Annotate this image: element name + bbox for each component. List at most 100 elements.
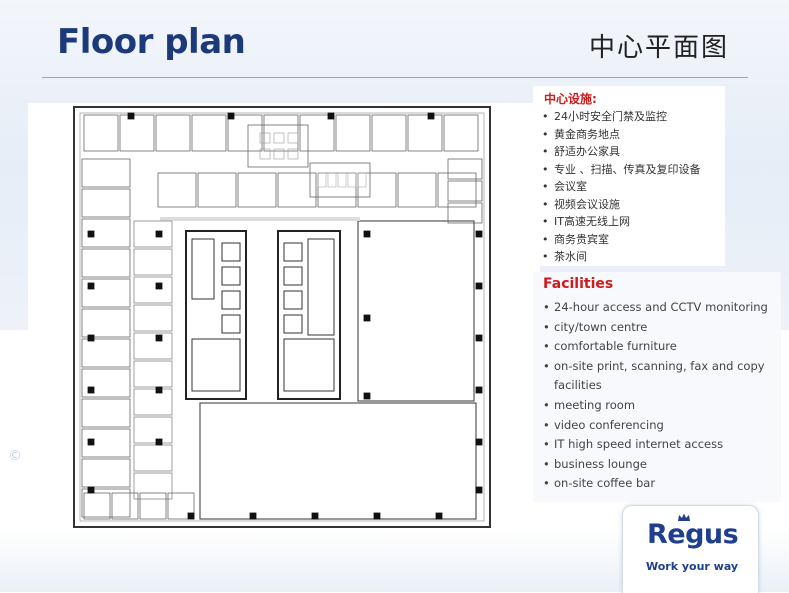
office-room xyxy=(227,114,263,152)
column xyxy=(363,392,371,400)
meeting-room xyxy=(277,172,317,208)
restroom xyxy=(191,338,241,392)
column xyxy=(87,438,95,446)
office-room xyxy=(119,114,155,152)
facilities-en-heading: Facilities xyxy=(543,276,614,292)
office-room xyxy=(81,398,131,428)
lift xyxy=(283,314,303,334)
lift xyxy=(221,242,241,262)
list-item: video conferencing xyxy=(543,416,768,436)
office-room xyxy=(81,308,131,338)
office-room xyxy=(81,338,131,368)
office-room xyxy=(133,388,173,416)
office-room xyxy=(133,276,173,304)
office-room xyxy=(81,458,131,488)
office-room xyxy=(111,492,139,520)
office-room xyxy=(191,114,227,152)
facilities-cn-heading: 中心设施: xyxy=(544,92,597,106)
office-room xyxy=(133,360,173,388)
crown-icon xyxy=(678,513,690,521)
office-room xyxy=(155,114,191,152)
column xyxy=(373,512,381,520)
desk xyxy=(327,172,337,188)
logo-tagline: Work your way xyxy=(646,560,739,573)
column xyxy=(127,112,135,120)
column xyxy=(363,230,371,238)
regus-logo: Regus xyxy=(647,519,739,550)
column xyxy=(87,230,95,238)
list-item: 黄金商务地点 xyxy=(542,126,701,144)
office-room xyxy=(447,202,483,224)
column xyxy=(435,512,443,520)
watermark-mark: © xyxy=(8,448,22,464)
stair xyxy=(307,238,335,336)
column xyxy=(155,230,163,238)
office-room xyxy=(81,158,131,188)
office-room xyxy=(299,114,335,152)
meeting-room xyxy=(317,172,357,208)
column xyxy=(155,438,163,446)
chair xyxy=(259,132,271,144)
list-item: 舒适办公家具 xyxy=(542,143,701,161)
office-room xyxy=(81,428,131,458)
column xyxy=(87,486,95,494)
lift xyxy=(283,266,303,286)
column xyxy=(475,334,483,342)
office-room xyxy=(83,114,119,152)
page-title: Floor plan xyxy=(57,22,246,62)
column xyxy=(155,334,163,342)
floor-plan-drawing xyxy=(73,106,491,528)
title-divider xyxy=(42,77,748,78)
office-room xyxy=(335,114,371,152)
meeting-room xyxy=(237,172,277,208)
office-room xyxy=(83,492,111,520)
list-item: 专业 、扫描、传真及复印设备 xyxy=(542,161,701,179)
office-room xyxy=(81,248,131,278)
page-title-cn: 中心平面图 xyxy=(588,33,729,63)
meeting-room xyxy=(357,172,397,208)
meeting-room xyxy=(197,172,237,208)
office-room xyxy=(133,444,173,472)
list-item: 24-hour access and CCTV monitoring xyxy=(543,298,768,318)
stair xyxy=(191,238,215,300)
office-room xyxy=(133,472,173,500)
column xyxy=(475,230,483,238)
list-item: 商务贵宾室 xyxy=(542,231,701,249)
column xyxy=(87,282,95,290)
boardroom xyxy=(309,162,371,198)
chair xyxy=(259,148,271,160)
office-room xyxy=(133,220,173,248)
list-item-continuation: facilities xyxy=(554,378,602,393)
column xyxy=(311,512,319,520)
meeting-room xyxy=(157,172,197,208)
floor-plan-image xyxy=(28,103,540,531)
meeting-room xyxy=(397,172,437,208)
list-item: on-site print, scanning, fax and copyfac… xyxy=(543,357,768,396)
chair xyxy=(273,148,285,160)
column xyxy=(155,282,163,290)
restroom xyxy=(283,338,335,392)
list-item: 会议室 xyxy=(542,178,701,196)
list-item: 视频会议设施 xyxy=(542,196,701,214)
logo-card xyxy=(622,505,759,593)
column xyxy=(475,282,483,290)
office-room xyxy=(443,114,479,152)
column xyxy=(227,112,235,120)
office-room xyxy=(81,188,131,218)
lift xyxy=(221,266,241,286)
list-item: meeting room xyxy=(543,396,768,416)
lift xyxy=(221,314,241,334)
column xyxy=(475,386,483,394)
list-item: IT高速无线上网 xyxy=(542,213,701,231)
lift xyxy=(283,242,303,262)
column xyxy=(363,314,371,322)
list-item: on-site coffee bar xyxy=(543,474,768,494)
chair xyxy=(287,148,299,160)
list-item: comfortable furniture xyxy=(543,337,768,357)
column xyxy=(87,334,95,342)
list-item: city/town centre xyxy=(543,318,768,338)
office-room xyxy=(81,488,131,518)
office-room xyxy=(447,180,483,202)
column xyxy=(155,386,163,394)
column xyxy=(327,112,335,120)
